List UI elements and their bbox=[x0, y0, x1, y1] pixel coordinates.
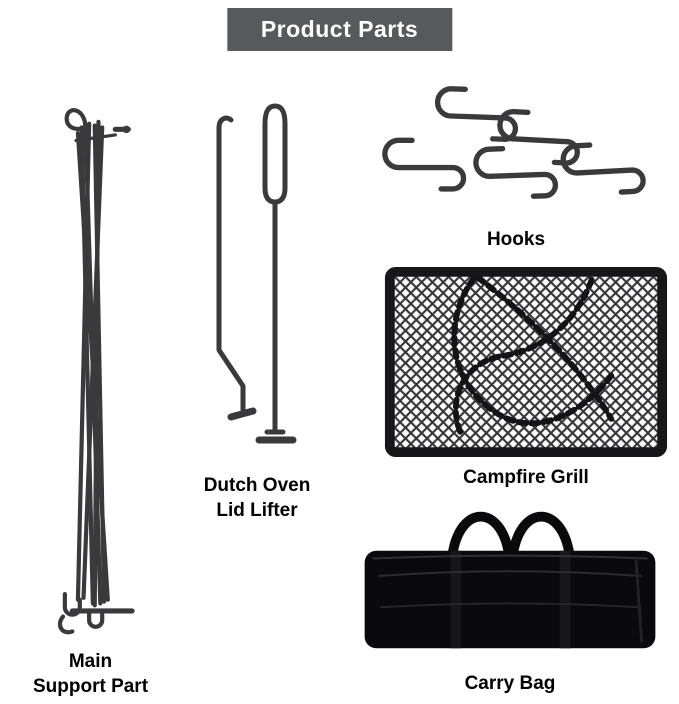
grill-chain bbox=[451, 274, 615, 440]
campfire-grill-image bbox=[384, 266, 668, 458]
bag-body bbox=[364, 550, 656, 649]
lid-lifter-label-line2: Lid Lifter bbox=[216, 499, 298, 521]
carry-bag-label: Carry Bag bbox=[348, 672, 672, 697]
main-support-label-line2: Support Part bbox=[32, 675, 149, 697]
dutch-oven-lid-lifter-label: Dutch Oven Lid Lifter bbox=[182, 474, 332, 523]
page-title: Product Parts bbox=[260, 16, 419, 42]
carry-bag-part: Carry Bag bbox=[348, 500, 672, 697]
campfire-grill-part: Campfire Grill bbox=[380, 266, 672, 491]
main-support-part-image bbox=[57, 108, 135, 635]
hooks-image bbox=[382, 86, 646, 199]
lifter-rod-with-loop bbox=[255, 103, 297, 444]
main-support-part-label: Main Support Part bbox=[8, 650, 173, 699]
carry-bag-label-text: Carry Bag bbox=[464, 673, 556, 694]
rod-bundle bbox=[75, 119, 110, 608]
hooks-label: Hooks bbox=[360, 228, 672, 253]
s-hooks bbox=[382, 86, 646, 199]
main-support-part: Main Support Part bbox=[8, 84, 173, 699]
title-banner: Product Parts bbox=[226, 8, 453, 51]
lid-lifter-label-line1: Dutch Oven bbox=[203, 475, 311, 496]
hooks-part: Hooks bbox=[360, 84, 672, 253]
campfire-grill-label-text: Campfire Grill bbox=[463, 467, 589, 488]
dutch-oven-lid-lifter: Dutch Oven Lid Lifter bbox=[182, 86, 332, 523]
top-hook-detail bbox=[64, 108, 131, 143]
carry-bag-image bbox=[364, 511, 656, 649]
main-support-label-line1: Main bbox=[68, 651, 113, 672]
hooks-label-text: Hooks bbox=[486, 229, 546, 250]
bag-details bbox=[372, 550, 648, 649]
campfire-grill-label: Campfire Grill bbox=[380, 466, 672, 491]
dutch-oven-lid-lifter-image bbox=[216, 103, 297, 444]
bag-handles bbox=[447, 511, 575, 560]
lifter-bent-rod bbox=[216, 115, 257, 421]
bottom-feet-detail bbox=[57, 592, 135, 635]
